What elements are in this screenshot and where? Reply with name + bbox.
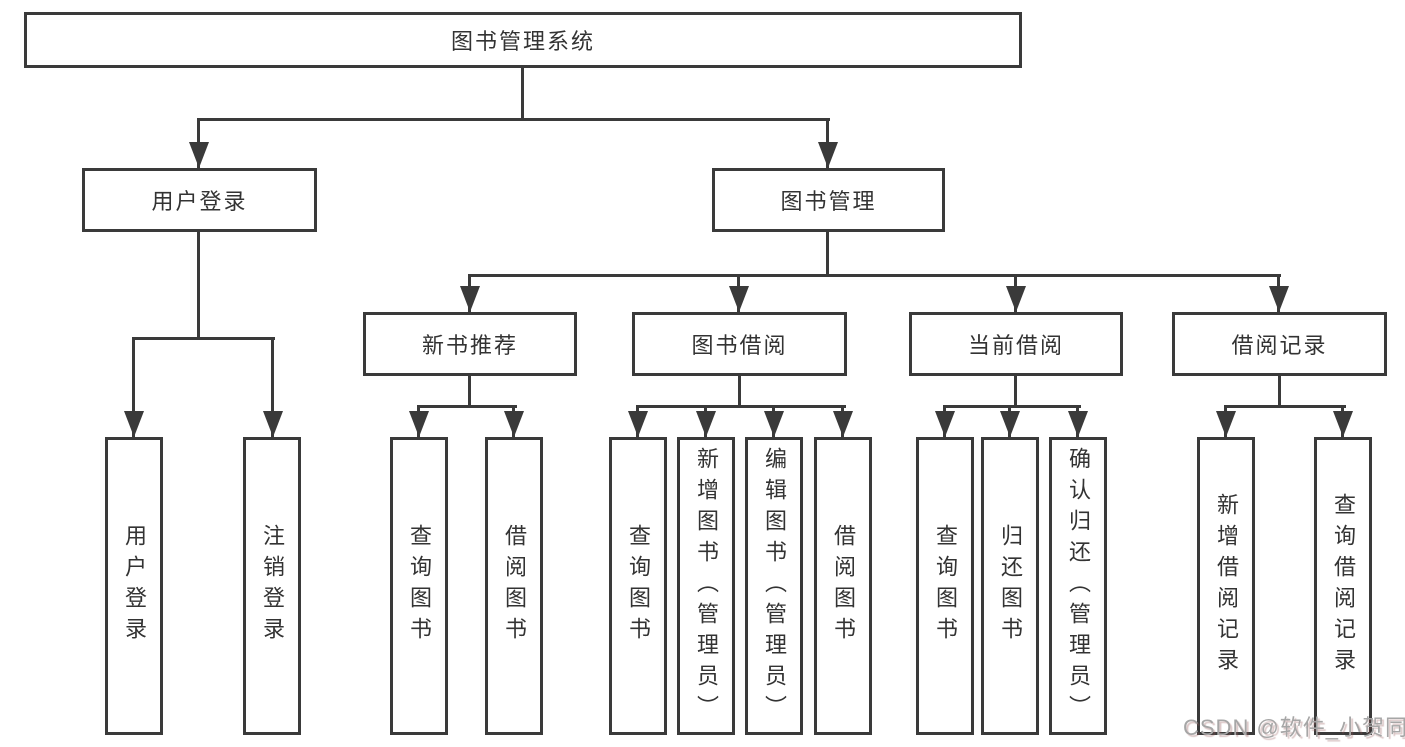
leaf-borrow-query-books: 查询图书	[609, 437, 667, 735]
leaf-logout: 注销登录	[243, 437, 301, 735]
node-book-borrow: 图书借阅	[632, 312, 847, 376]
connector-arrow	[999, 405, 1020, 437]
leaf-records-query-record: 查询借阅记录	[1314, 437, 1372, 735]
leaf-records-query-record-label: 查询借阅记录	[1331, 493, 1356, 679]
node-new-book-recommend-label: 新书推荐	[421, 333, 518, 358]
leaf-borrow-query-books-label: 查询图书	[626, 524, 651, 648]
connector-arrow	[817, 118, 838, 168]
connector-arrow	[1332, 405, 1353, 437]
connector-arrow	[728, 274, 749, 312]
connector-arrow	[459, 274, 480, 312]
node-book-management-label: 图书管理	[780, 189, 877, 214]
leaf-borrow-edit-books: 编辑图书（管理员）	[745, 437, 803, 735]
connector-line	[943, 405, 1081, 408]
connector-line	[738, 374, 741, 408]
leaf-current-confirm-return-label: 确认归还（管理员）	[1066, 446, 1091, 726]
leaf-current-return-books-label: 归还图书	[998, 524, 1023, 648]
node-new-book-recommend: 新书推荐	[363, 312, 577, 376]
connector-arrow	[188, 118, 209, 168]
connector-arrow	[1268, 274, 1289, 312]
connector-line	[1224, 405, 1346, 408]
leaf-records-add-record-label: 新增借阅记录	[1214, 493, 1239, 679]
connector-arrow	[408, 405, 429, 437]
connector-line	[417, 405, 517, 408]
connector-line	[197, 230, 200, 340]
node-user-login-label: 用户登录	[151, 189, 248, 214]
watermark: CSDN @软件_小贺同学	[1183, 715, 1405, 740]
connector-arrow	[262, 337, 283, 437]
node-borrow-records-label: 借阅记录	[1231, 333, 1328, 358]
connector-line	[198, 118, 830, 121]
leaf-logout-label: 注销登录	[260, 524, 285, 648]
connector-arrow	[934, 405, 955, 437]
node-current-borrow: 当前借阅	[909, 312, 1123, 376]
connector-arrow	[695, 405, 716, 437]
leaf-current-query-books: 查询图书	[916, 437, 974, 735]
connector-line	[1014, 374, 1017, 408]
leaf-user-login-label: 用户登录	[122, 524, 147, 648]
leaf-current-return-books: 归还图书	[981, 437, 1039, 735]
node-current-borrow-label: 当前借阅	[967, 333, 1064, 358]
connector-arrow	[627, 405, 648, 437]
connector-arrow	[763, 405, 784, 437]
node-user-login: 用户登录	[82, 168, 317, 232]
leaf-current-query-books-label: 查询图书	[933, 524, 958, 648]
node-book-management: 图书管理	[712, 168, 945, 232]
connector-line	[636, 405, 846, 408]
connector-line	[826, 230, 829, 277]
leaf-borrow-borrow-books-label: 借阅图书	[831, 524, 856, 648]
connector-arrow	[503, 405, 524, 437]
leaf-current-confirm-return: 确认归还（管理员）	[1049, 437, 1107, 735]
leaf-borrow-borrow-books: 借阅图书	[814, 437, 872, 735]
leaf-borrow-edit-books-label: 编辑图书（管理员）	[762, 446, 787, 726]
connector-arrow	[1215, 405, 1236, 437]
connector-arrow	[123, 337, 144, 437]
leaf-recommend-borrow-books-label: 借阅图书	[502, 524, 527, 648]
leaf-borrow-add-books-label: 新增图书（管理员）	[694, 446, 719, 726]
connector-line	[468, 374, 471, 408]
leaf-recommend-borrow-books: 借阅图书	[485, 437, 543, 735]
connector-arrow	[1067, 405, 1088, 437]
leaf-records-add-record: 新增借阅记录	[1197, 437, 1255, 735]
leaf-user-login: 用户登录	[105, 437, 163, 735]
connector-line	[132, 337, 275, 340]
leaf-borrow-add-books: 新增图书（管理员）	[677, 437, 735, 735]
connector-arrow	[1005, 274, 1026, 312]
connector-line	[468, 274, 1281, 277]
connector-line	[1278, 374, 1281, 408]
node-root: 图书管理系统	[24, 12, 1022, 68]
connector-arrow	[832, 405, 853, 437]
leaf-recommend-query-books: 查询图书	[390, 437, 448, 735]
leaf-recommend-query-books-label: 查询图书	[407, 524, 432, 648]
node-borrow-records: 借阅记录	[1172, 312, 1387, 376]
connector-line	[521, 66, 524, 121]
node-book-borrow-label: 图书借阅	[691, 333, 788, 358]
node-root-label: 图书管理系统	[450, 29, 595, 54]
